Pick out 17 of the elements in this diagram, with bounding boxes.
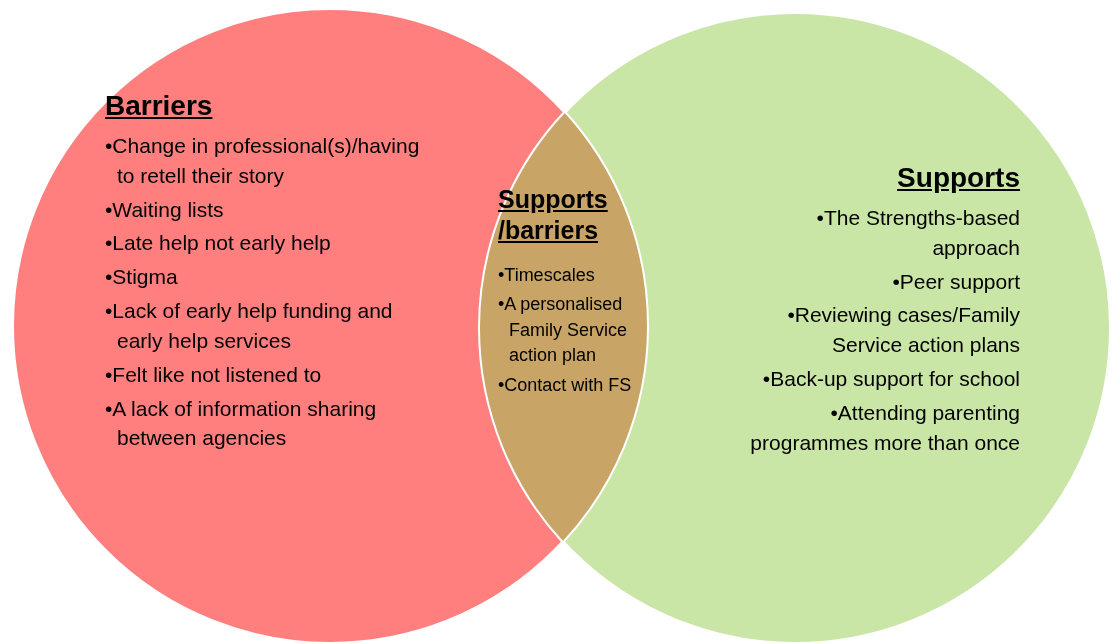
list-item: •Felt like not listened to <box>105 361 323 388</box>
list-item: •Late help not early help <box>105 230 332 257</box>
list-item: •Back-up support for school <box>761 366 1020 393</box>
list-item: •Change in professional(s)/having to retell their story <box>105 133 420 189</box>
list-item: •A lack of information sharing between agencies <box>105 395 378 452</box>
list-item: •The Strengths-based approach <box>815 205 1020 261</box>
list-item: •Peer support <box>891 268 1020 295</box>
list-item: •A personalised Family Service action plan <box>498 293 629 368</box>
list-item: •Waiting lists <box>105 196 225 223</box>
list-item: •Reviewing cases/Family Service action plans <box>786 302 1020 359</box>
list-item: •Timescales <box>498 263 596 287</box>
list-item: •Stigma <box>105 264 179 291</box>
list-item: •Attending parenting programmes more than once <box>749 399 1020 456</box>
heading: Barriers <box>105 89 213 123</box>
list-item: •Lack of early help funding and early help services <box>105 298 394 354</box>
list-item: •Contact with FS <box>498 373 633 397</box>
heading: Supports <box>897 161 1020 195</box>
